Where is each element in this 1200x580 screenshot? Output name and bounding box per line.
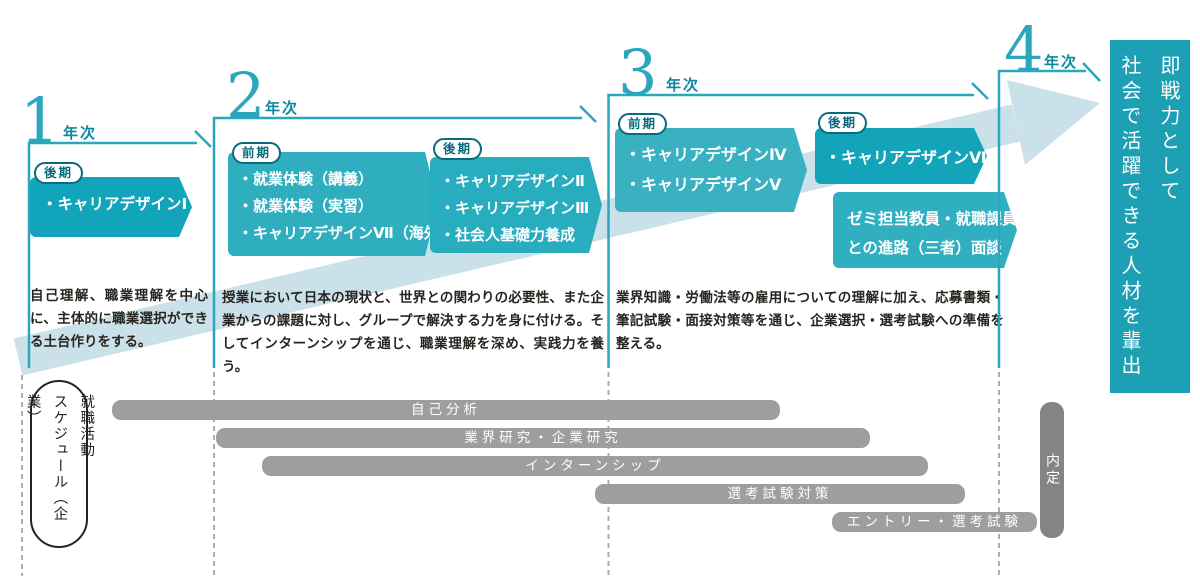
schedule-label-line: 就職活動 (78, 394, 95, 458)
gantt-bar-self-analysis: 自己分析 (112, 400, 780, 420)
term-badge-year2-first: 前期 (232, 142, 282, 164)
year4-label: 年次 (1044, 54, 1079, 71)
year1-label: 年次 (63, 125, 98, 142)
course-item: ・就業体験（実習） (238, 198, 374, 215)
year3-label: 年次 (666, 77, 701, 94)
course-item: ・キャリアデザインⅣ (625, 147, 787, 164)
year4-numeral: 4 (1004, 13, 1044, 86)
year2-description: 授業において日本の現状と、世界との関わりの必要性、また企業からの課題に対し、グル… (222, 290, 604, 374)
course-box-year1-second-term: ・キャリアデザインⅠ (30, 177, 192, 237)
year3-description: 業界知識・労働法等の雇用についての理解に加え、応募書類・筆記試験・面接対策等を通… (616, 290, 1004, 351)
job-hunting-schedule-label: 就職活動 スケジュール（企業） (25, 380, 94, 548)
course-box-year3-second-term: ・キャリアデザインⅥ (815, 128, 987, 184)
consultation-box: ゼミ担当教員・就職課員 との進路（三者）面談 (833, 192, 1017, 268)
gantt-bar-exam-preparation: 選考試験対策 (595, 484, 965, 504)
job-offer-text: 内定 (1044, 453, 1060, 487)
flow-arrow-head-icon (1007, 80, 1100, 165)
consultation-line: との進路（三者）面談 (847, 240, 1002, 257)
term-badge-year3-first: 前期 (618, 113, 668, 135)
year1-numeral: 1 (20, 84, 60, 157)
year3-numeral: 3 (618, 36, 658, 109)
term-badge-year2-second: 後期 (433, 138, 483, 160)
course-item: ・キャリアデザインⅥ (825, 150, 987, 167)
course-item: ・就業体験（講義） (238, 171, 374, 188)
consultation-line: ゼミ担当教員・就職課員 (847, 211, 1018, 228)
course-item: ・キャリアデザインⅤ (625, 177, 782, 194)
course-item: ・キャリアデザインⅠ (42, 196, 188, 213)
course-item: ・社会人基礎力養成 (440, 227, 576, 244)
gantt-bar-job-offer: 内定 (1040, 402, 1064, 538)
goal-line: 即戦力として (1157, 55, 1181, 205)
course-item: ・キャリアデザインⅡ (440, 173, 585, 190)
job-hunting-schedule-text: 就職活動 スケジュール（企業） (19, 394, 99, 546)
year1-description: 自己理解、職業理解を中心に、主体的に職業選択ができる土台作りをする。 (30, 288, 208, 349)
course-item: ・キャリアデザインⅢ (440, 200, 590, 217)
year2-label: 年次 (265, 100, 300, 117)
goal-line: 社会で活躍できる人材を輩出 (1118, 55, 1142, 380)
goal-box: 即戦力として 社会で活躍できる人材を輩出 (1110, 40, 1190, 393)
course-item: ・キャリアデザインⅦ（海外） (238, 225, 454, 242)
term-badge-year1: 後期 (34, 162, 84, 184)
course-box-year3-first-term: ・キャリアデザインⅣ ・キャリアデザインⅤ (615, 128, 807, 212)
gantt-bar-entry-selection: エントリー・選考試験 (832, 512, 1037, 532)
goal-text: 即戦力として 社会で活躍できる人材を輩出 (1110, 55, 1188, 383)
gantt-bar-industry-research: 業界研究・企業研究 (216, 428, 870, 448)
course-box-year2-first-term: ・就業体験（講義） ・就業体験（実習） ・キャリアデザインⅦ（海外） (228, 152, 438, 256)
course-box-year2-second-term: ・キャリアデザインⅡ ・キャリアデザインⅢ ・社会人基礎力養成 (430, 157, 602, 253)
gantt-bar-internship: インターンシップ (262, 456, 928, 476)
term-badge-year3-second: 後期 (818, 112, 868, 134)
schedule-label-line: スケジュール（企業） (24, 394, 68, 522)
year2-numeral: 2 (226, 59, 266, 132)
